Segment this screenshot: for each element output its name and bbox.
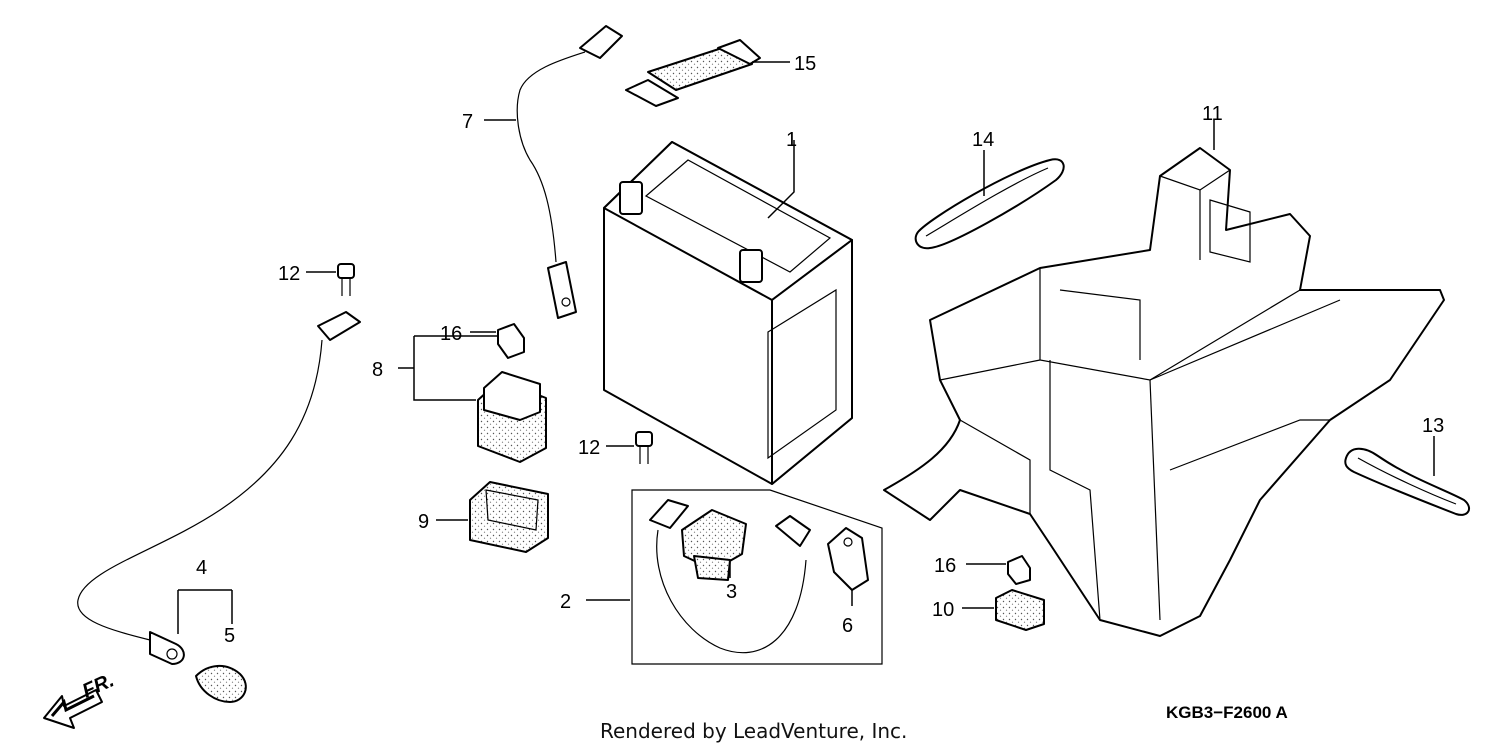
rubber-band-part-13[interactable] [1344,447,1471,516]
negative-cable-part[interactable] [77,311,361,665]
sub-cable-kit-box [631,489,883,665]
terminal-cap-part[interactable] [195,665,247,703]
bolt-part-lower[interactable] [635,431,653,464]
callout-3[interactable]: 3 [726,581,737,603]
callout-16-lower[interactable]: 16 [934,555,956,577]
callout-11[interactable]: 11 [1202,103,1223,125]
relay-cover-part[interactable] [469,481,549,553]
front-direction-arrow-icon [43,689,103,729]
callout-2[interactable]: 2 [560,591,571,613]
fuse-part-lower[interactable] [1007,555,1031,585]
terminal-cover-part-3[interactable] [681,509,747,581]
callout-16-upper[interactable]: 16 [440,323,462,345]
callout-8[interactable]: 8 [372,359,383,381]
leader-line-1 [767,140,795,219]
terminal-cover-part-6[interactable] [827,527,869,591]
callout-10[interactable]: 10 [932,599,954,621]
callout-12-upper[interactable]: 12 [278,263,300,285]
callout-6[interactable]: 6 [842,615,853,637]
bracket-4-5 [177,589,233,634]
bolt-part-upper[interactable] [337,263,355,296]
callout-12-lower[interactable]: 12 [578,437,600,459]
render-credit: Rendered by LeadVenture, Inc. [600,719,907,743]
callout-5[interactable]: 5 [224,625,235,647]
front-direction-label: FR. [79,669,117,702]
battery-box-part[interactable] [883,147,1445,637]
rubber-band-part-14[interactable] [914,158,1065,250]
callout-4[interactable]: 4 [196,557,207,579]
diagram-code: KGB3−F2600 A [1166,703,1288,722]
fuse-part-upper[interactable] [497,323,525,359]
callout-7[interactable]: 7 [462,111,473,133]
sub-cable-part[interactable] [649,499,811,654]
callout-1[interactable]: 1 [786,129,797,151]
battery-band-part[interactable] [625,39,761,107]
callout-14[interactable]: 14 [972,129,994,151]
fuse-cover-part[interactable] [995,589,1045,631]
callout-15[interactable]: 15 [794,53,816,75]
battery-cable-part[interactable] [516,25,623,319]
callout-9[interactable]: 9 [418,511,429,533]
battery-part[interactable] [603,141,853,485]
starter-relay-part[interactable] [477,371,547,463]
callout-13[interactable]: 13 [1422,415,1444,437]
bracket-8 [413,335,498,401]
